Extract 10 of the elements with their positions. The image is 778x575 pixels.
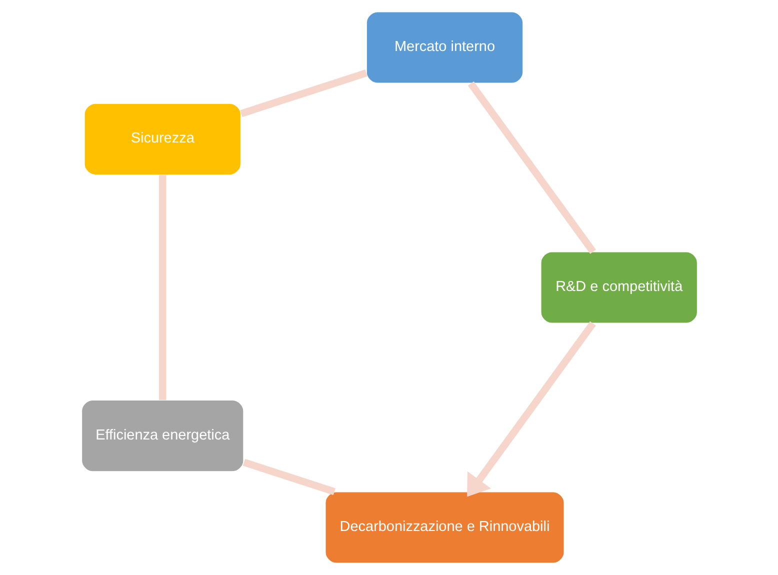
- node-box: Efficienza energetica: [80, 400, 244, 472]
- node-box: R&D e competitività: [540, 251, 698, 324]
- connector: [467, 81, 596, 254]
- connector: [242, 458, 336, 496]
- arrow: [466, 321, 596, 497]
- node-box: Sicurezza: [83, 102, 241, 176]
- connector: [158, 175, 166, 400]
- connector: [240, 70, 367, 118]
- node-box: Mercato interno: [366, 11, 523, 84]
- node-box: Decarbonizzazione e Rinnovabili: [324, 491, 564, 564]
